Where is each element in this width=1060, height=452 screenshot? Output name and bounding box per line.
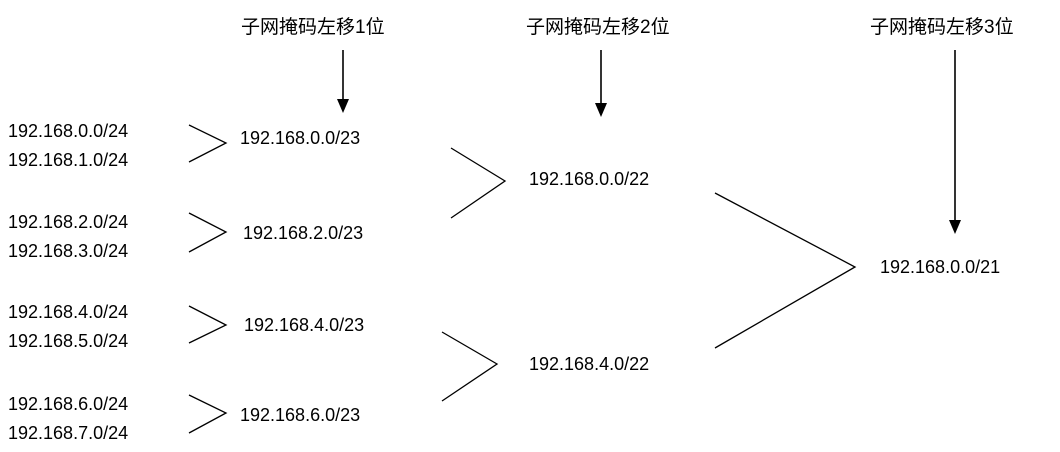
subnet-23-label: 192.168.0.0/23: [240, 128, 360, 148]
merge-chevron: [188, 394, 228, 434]
subnet-24-label: 192.168.2.0/24: [8, 212, 128, 232]
header-shift-1: 子网掩码左移1位: [241, 16, 385, 38]
subnet-22-label: 192.168.4.0/22: [529, 354, 649, 374]
subnet-21-label: 192.168.0.0/21: [880, 257, 1000, 277]
subnet-23-label: 192.168.6.0/23: [240, 405, 360, 425]
subnet-24-label: 192.168.6.0/24: [8, 394, 128, 414]
header-shift-3: 子网掩码左移3位: [870, 16, 1014, 38]
merge-chevron: [441, 331, 499, 402]
merge-chevron: [188, 212, 228, 253]
merge-chevron: [188, 305, 228, 344]
subnet-22-label: 192.168.0.0/22: [529, 169, 649, 189]
merge-chevron: [450, 147, 507, 219]
arrow-down-icon: [949, 50, 961, 234]
merge-chevron: [714, 192, 857, 349]
arrow-down-icon: [337, 50, 349, 113]
header-shift-2: 子网掩码左移2位: [526, 16, 670, 38]
merge-chevron: [188, 124, 228, 163]
subnet-24-label: 192.168.0.0/24: [8, 121, 128, 141]
subnet-24-label: 192.168.7.0/24: [8, 423, 128, 443]
arrow-down-icon: [595, 50, 607, 117]
subnet-24-label: 192.168.4.0/24: [8, 302, 128, 322]
subnet-24-label: 192.168.3.0/24: [8, 241, 128, 261]
subnet-23-label: 192.168.4.0/23: [244, 315, 364, 335]
subnet-23-label: 192.168.2.0/23: [243, 223, 363, 243]
subnet-24-label: 192.168.1.0/24: [8, 150, 128, 170]
subnet-24-label: 192.168.5.0/24: [8, 331, 128, 351]
